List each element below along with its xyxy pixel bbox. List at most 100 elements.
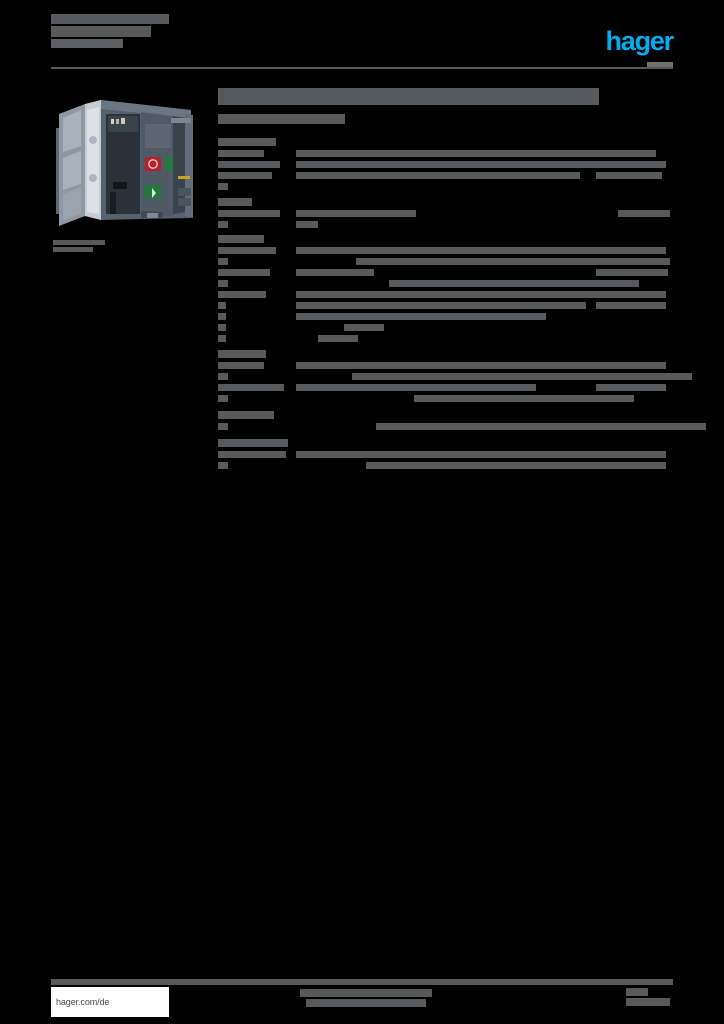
table-section-divider bbox=[218, 344, 674, 349]
row-label bbox=[218, 313, 226, 320]
row-description bbox=[344, 324, 384, 331]
header-title-line-3 bbox=[51, 39, 123, 48]
row-description bbox=[296, 384, 536, 391]
header-title-line-1 bbox=[51, 14, 169, 24]
row-value bbox=[596, 269, 668, 276]
row-label bbox=[218, 291, 266, 298]
table-row bbox=[218, 267, 673, 278]
table-group-header bbox=[218, 349, 673, 360]
group-label bbox=[218, 350, 266, 358]
row-description bbox=[296, 313, 546, 320]
row-value bbox=[596, 451, 666, 458]
table-group-header bbox=[218, 137, 673, 148]
header-divider bbox=[51, 67, 673, 69]
row-value bbox=[596, 362, 666, 369]
product-image bbox=[53, 88, 198, 238]
table-row bbox=[218, 256, 673, 267]
table-group-header bbox=[218, 438, 673, 449]
table-row bbox=[218, 371, 692, 382]
group-label bbox=[218, 138, 276, 146]
table-row bbox=[218, 393, 673, 404]
row-description bbox=[296, 362, 596, 369]
page-title-block bbox=[218, 88, 599, 105]
header-title-line-2 bbox=[51, 26, 151, 37]
footer-center-redacted bbox=[300, 989, 470, 1009]
table-row bbox=[218, 360, 673, 371]
table-section-divider bbox=[218, 432, 674, 438]
footer-page-number-line-1 bbox=[626, 988, 648, 996]
row-description bbox=[414, 395, 634, 402]
footer-page-number-line-2 bbox=[626, 998, 670, 1006]
row-label bbox=[218, 362, 264, 369]
row-label bbox=[218, 462, 228, 469]
row-value bbox=[596, 291, 666, 298]
group-label bbox=[218, 198, 252, 206]
product-caption-redacted bbox=[53, 240, 105, 254]
row-label bbox=[218, 324, 226, 331]
row-label bbox=[218, 210, 280, 217]
row-value bbox=[596, 302, 666, 309]
row-label bbox=[218, 221, 228, 228]
row-description bbox=[318, 335, 358, 342]
page-header: hager bbox=[51, 14, 674, 66]
header-title-redacted bbox=[51, 14, 169, 50]
row-label bbox=[218, 258, 228, 265]
header-rule-accent bbox=[647, 62, 673, 67]
row-description bbox=[389, 280, 639, 287]
row-description bbox=[296, 221, 318, 228]
table-row bbox=[218, 159, 673, 170]
hager-logo-text: hager bbox=[605, 25, 674, 56]
table-row bbox=[218, 421, 706, 432]
row-description bbox=[296, 210, 416, 217]
table-row bbox=[218, 148, 673, 159]
row-label bbox=[218, 172, 272, 179]
page-subtitle-redacted bbox=[218, 114, 673, 128]
group-label bbox=[218, 235, 264, 243]
table-row bbox=[218, 460, 673, 471]
table-group-header bbox=[218, 197, 673, 208]
footer-center-line-2 bbox=[306, 999, 426, 1007]
table-group-header bbox=[218, 410, 673, 421]
row-description bbox=[296, 451, 596, 458]
row-label bbox=[218, 280, 228, 287]
footer-right-redacted bbox=[626, 988, 676, 1008]
footer-url-box[interactable]: hager.com/de bbox=[51, 987, 169, 1017]
group-label bbox=[218, 411, 274, 419]
row-description bbox=[376, 423, 706, 430]
specification-table-body bbox=[218, 137, 706, 471]
specification-panel bbox=[218, 88, 706, 471]
table-row bbox=[218, 322, 673, 333]
row-description bbox=[296, 172, 580, 179]
row-label bbox=[218, 423, 228, 430]
row-description bbox=[366, 462, 666, 469]
row-description bbox=[352, 373, 692, 380]
table-section-divider bbox=[218, 404, 674, 410]
footer-center-line-1 bbox=[300, 989, 432, 997]
table-row bbox=[218, 311, 673, 322]
table-row bbox=[218, 170, 673, 181]
table-row bbox=[218, 289, 673, 300]
page-title-redacted bbox=[218, 88, 673, 110]
table-group-header bbox=[218, 234, 673, 245]
row-description bbox=[296, 161, 596, 168]
footer-divider bbox=[51, 979, 673, 985]
row-description bbox=[296, 150, 596, 157]
row-value bbox=[596, 161, 666, 168]
row-label bbox=[218, 451, 286, 458]
table-row bbox=[218, 208, 673, 219]
table-row bbox=[218, 278, 673, 289]
table-row bbox=[218, 333, 673, 344]
circuit-breaker-illustration bbox=[56, 100, 193, 226]
hager-logo: hager bbox=[581, 25, 674, 56]
specification-table bbox=[218, 137, 706, 471]
page-subtitle-block bbox=[218, 114, 345, 124]
row-description bbox=[296, 302, 586, 309]
row-label bbox=[218, 161, 280, 168]
row-label bbox=[218, 150, 264, 157]
row-label bbox=[218, 335, 226, 342]
footer-url-text: hager.com/de bbox=[56, 997, 110, 1007]
row-label bbox=[218, 247, 276, 254]
row-value bbox=[596, 150, 656, 157]
row-description bbox=[356, 258, 670, 265]
